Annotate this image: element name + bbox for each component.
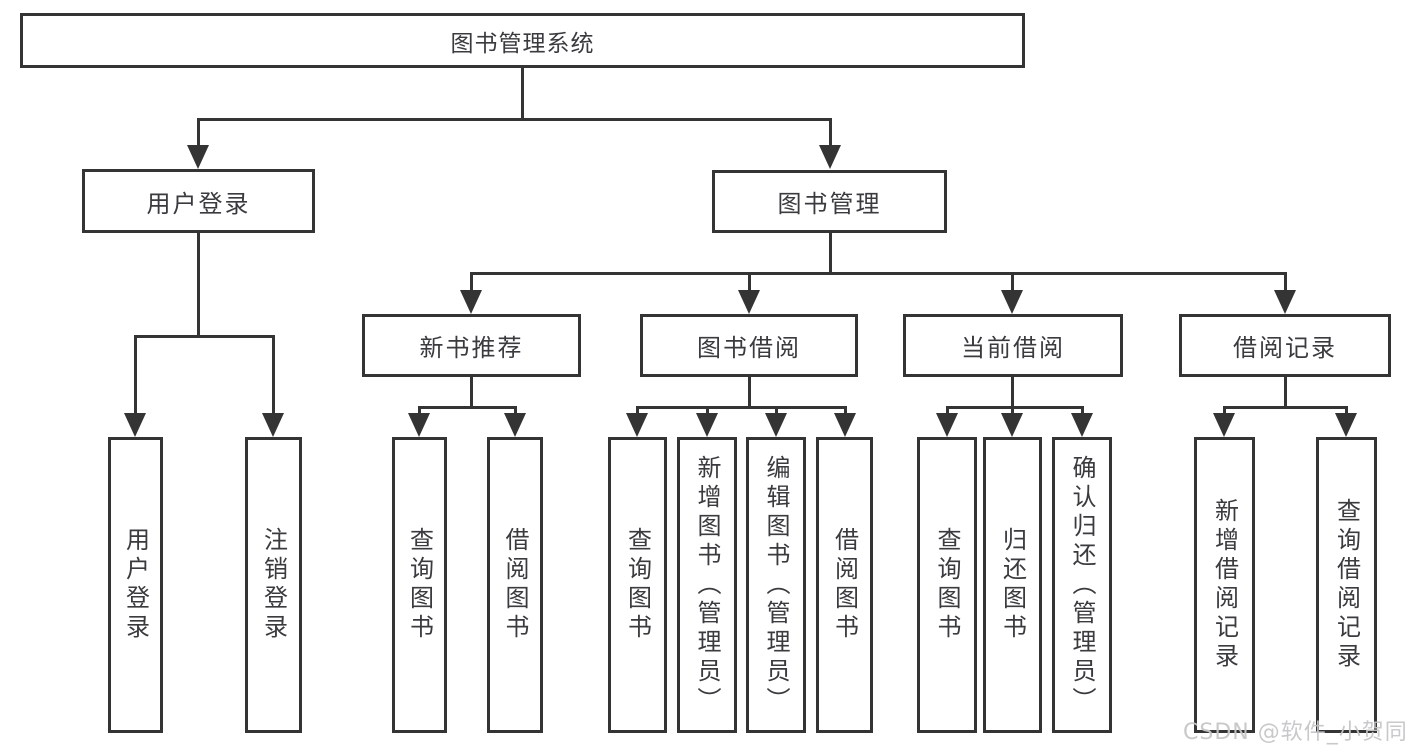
connector-borrow-hline (636, 406, 847, 409)
node-current-borrow: 当前借阅 (903, 314, 1123, 377)
leaf-rec-borrow-book: 借阅图书 (487, 437, 543, 733)
connector-mgmt-stub-1 (470, 272, 473, 297)
arrow-borrow-leaf-4 (834, 413, 856, 437)
leaf-user-login: 用户登录 (108, 437, 163, 733)
connector-login-hline (134, 335, 275, 338)
connector-login-stub-1 (134, 335, 137, 420)
leaf-edit-book-admin: 编辑图书（管理员） (746, 437, 806, 733)
connector-rec-vline (470, 377, 473, 409)
node-label: 借阅记录 (1233, 334, 1337, 362)
node-book-borrow: 图书借阅 (640, 314, 858, 377)
leaf-logout: 注销登录 (245, 437, 302, 733)
connector-mgmt-stub-2 (748, 272, 751, 297)
connector-root-stub-right (829, 118, 832, 151)
leaf-label: 查询借阅记录 (1332, 498, 1361, 672)
connector-root-stub-left (197, 118, 200, 151)
arrow-current-leaf-3 (1071, 413, 1093, 437)
connector-current-hline (946, 406, 1084, 409)
arrow-record-leaf-2 (1335, 413, 1357, 437)
leaf-borrow-book: 借阅图书 (816, 437, 873, 733)
arrow-to-user-login (187, 145, 209, 169)
leaf-label: 查询图书 (405, 527, 434, 643)
arrow-to-book-borrow (738, 290, 760, 314)
node-label: 图书管理系统 (450, 30, 595, 57)
arrow-record-leaf-1 (1213, 413, 1235, 437)
arrow-borrow-leaf-3 (765, 413, 787, 437)
node-library-management-system: 图书管理系统 (20, 13, 1025, 68)
arrow-to-current-borrow (1001, 290, 1023, 314)
node-user-login: 用户登录 (82, 169, 315, 233)
leaf-label: 确认归还（管理员） (1068, 454, 1096, 716)
connector-record-vline (1284, 377, 1287, 409)
arrow-to-login-leaf (124, 413, 146, 437)
node-label: 用户登录 (146, 189, 251, 218)
node-label: 图书借阅 (697, 334, 801, 362)
node-label: 图书管理 (777, 190, 882, 218)
node-label: 当前借阅 (961, 334, 1065, 362)
leaf-current-query-book: 查询图书 (917, 437, 977, 733)
leaf-label: 归还图书 (998, 527, 1027, 643)
arrow-to-book-management (819, 145, 841, 169)
node-label: 新书推荐 (419, 334, 524, 362)
arrow-to-new-book-rec (460, 290, 482, 314)
node-new-book-recommend: 新书推荐 (362, 314, 581, 377)
leaf-label: 编辑图书（管理员） (762, 454, 790, 716)
connector-record-hline (1223, 406, 1348, 409)
connector-mgmt-hline (470, 272, 1287, 275)
connector-login-stub-2 (272, 335, 275, 420)
node-book-management: 图书管理 (712, 170, 947, 233)
leaf-label: 新增借阅记录 (1210, 498, 1239, 672)
connector-mgmt-stub-4 (1284, 272, 1287, 297)
leaf-label: 注销登录 (259, 527, 288, 643)
connector-borrow-vline (748, 377, 751, 409)
connector-root-hline (197, 118, 831, 121)
connector-login-vline (197, 233, 200, 338)
leaf-confirm-return-admin: 确认归还（管理员） (1052, 437, 1112, 733)
leaf-add-borrow-record: 新增借阅记录 (1194, 437, 1255, 733)
leaf-label: 借阅图书 (830, 527, 859, 643)
arrow-borrow-leaf-1 (626, 413, 648, 437)
connector-current-vline (1011, 377, 1014, 409)
leaf-label: 查询图书 (623, 527, 652, 643)
arrow-to-borrow-record (1274, 290, 1296, 314)
connector-mgmt-stub-3 (1011, 272, 1014, 297)
arrow-to-logout-leaf (262, 413, 284, 437)
leaf-query-borrow-record: 查询借阅记录 (1316, 437, 1377, 733)
leaf-label: 查询图书 (933, 527, 961, 643)
leaf-add-book-admin: 新增图书（管理员） (677, 437, 737, 733)
node-borrow-record: 借阅记录 (1179, 314, 1391, 377)
arrow-current-leaf-1 (936, 413, 958, 437)
connector-rec-hline (418, 406, 517, 409)
leaf-label: 用户登录 (121, 527, 150, 643)
connector-root-vline (521, 68, 524, 120)
arrow-borrow-leaf-2 (696, 413, 718, 437)
connector-mgmt-vline (829, 233, 832, 275)
csdn-watermark: CSDN @软件_小贺同学 (1183, 720, 1405, 745)
arrow-rec-leaf-1 (408, 413, 430, 437)
leaf-return-book: 归还图书 (983, 437, 1042, 733)
leaf-label: 新增图书（管理员） (693, 454, 721, 716)
arrow-current-leaf-2 (1001, 413, 1023, 437)
leaf-borrow-query-book: 查询图书 (608, 437, 667, 733)
leaf-rec-query-book: 查询图书 (392, 437, 447, 733)
arrow-rec-leaf-2 (504, 413, 526, 437)
leaf-label: 借阅图书 (501, 527, 529, 643)
